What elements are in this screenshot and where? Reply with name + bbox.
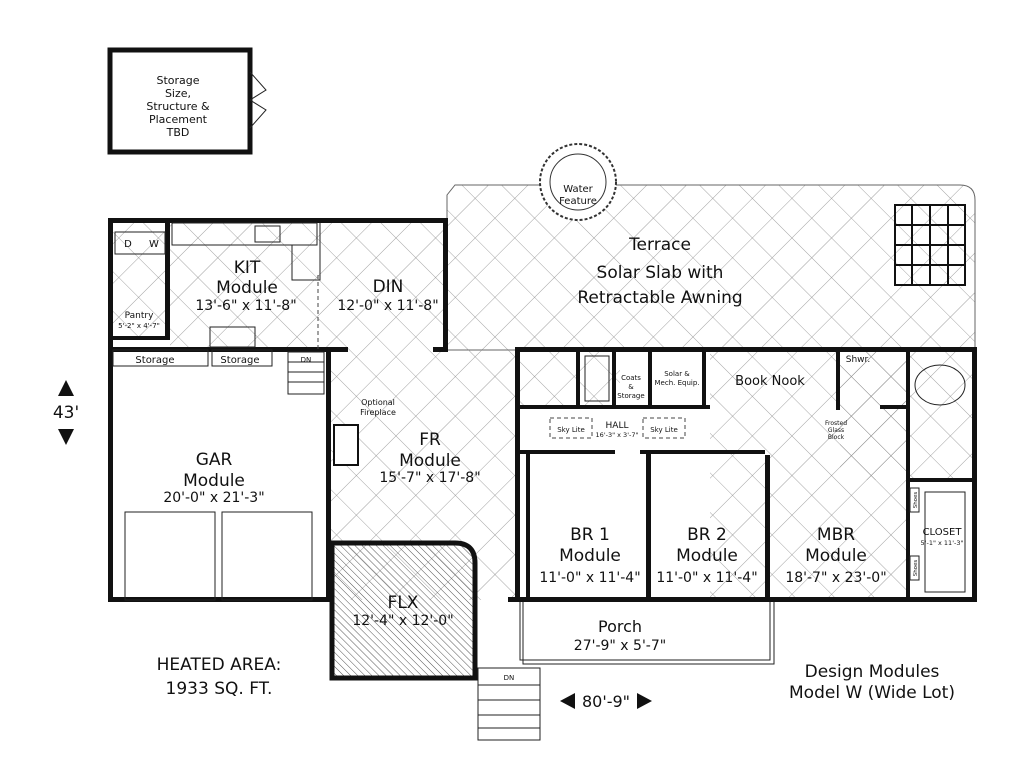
skylight-2 — [642, 417, 686, 439]
svg-text:Sky Lite: Sky Lite — [650, 426, 678, 434]
tub — [914, 364, 966, 406]
skylight-1 — [549, 417, 593, 439]
storage-label-2: Storage — [220, 355, 259, 366]
svg-text:80'-9": 80'-9" — [582, 692, 630, 711]
closet-shoe-shelves: Shoes Shoes — [909, 487, 920, 581]
dining-label: DIN — [373, 277, 404, 297]
shoes-label-1: Shoes — [913, 492, 919, 509]
flex-label: FLX — [388, 593, 419, 613]
pantry-label: Pantry — [125, 311, 154, 321]
flex-size: 12'-4" x 12'-0" — [352, 613, 453, 629]
book-nook-label: Book Nook — [735, 374, 805, 389]
br1-size: 11'-0" x 11'-4" — [539, 570, 640, 586]
svg-text:Sky Lite: Sky Lite — [557, 426, 585, 434]
model-line-2: Model W (Wide Lot) — [789, 683, 955, 703]
washer-label: W — [149, 239, 159, 250]
svg-text:27'-9" x 5'-7": 27'-9" x 5'-7" — [574, 638, 666, 654]
svg-text:20'-0" x 21'-3": 20'-0" x 21'-3" — [163, 490, 264, 506]
width-dimension: 80'-9" — [560, 692, 652, 711]
svg-text:43': 43' — [53, 403, 79, 423]
flex-room — [329, 540, 478, 681]
porch: Porch 27'-9" x 5'-7" — [519, 602, 775, 665]
hall-size: 16'-3" x 3'-7" — [596, 431, 639, 439]
model-line-1: Design Modules — [805, 662, 940, 682]
hall-label: HALL — [606, 421, 629, 431]
shower-label: Shwr. — [846, 355, 871, 365]
mbr-size: 18'-7" x 23'-0" — [785, 570, 886, 586]
closet-label: CLOSET — [923, 527, 963, 538]
svg-text:15'-7" x 17'-8": 15'-7" x 17'-8" — [379, 470, 480, 486]
depth-dimension: 43' — [53, 380, 79, 445]
storage-label-1: Storage — [135, 355, 174, 366]
pantry-size: 5'-2" x 4'-7" — [118, 322, 160, 330]
dryer-label: D — [124, 239, 132, 250]
heated-area-value: 1933 SQ. FT. — [166, 679, 273, 699]
svg-text:DN: DN — [504, 674, 515, 682]
garage-stairs: DN — [287, 351, 325, 395]
kitchen-fixtures — [112, 222, 321, 367]
mech-label: Solar &Mech. Equip. — [655, 370, 700, 387]
svg-text:Porch: Porch — [598, 617, 642, 636]
walls — [108, 218, 977, 602]
shoes-label-2: Shoes — [913, 560, 919, 577]
closet-size: 5'-1" x 11'-3" — [921, 539, 964, 547]
br2-size: 11'-0" x 11'-4" — [656, 570, 757, 586]
bathtub — [584, 355, 610, 402]
skylight-grid — [894, 204, 966, 286]
kitchen-size: 13'-6" x 11'-8" — [195, 298, 296, 314]
svg-text:DN: DN — [301, 356, 312, 364]
dining-size: 12'-0" x 11'-8" — [337, 298, 438, 314]
porch-steps: DN — [477, 667, 541, 741]
heated-area-label: HEATED AREA: — [157, 655, 282, 675]
coats-label: Coats&Storage — [617, 374, 644, 400]
